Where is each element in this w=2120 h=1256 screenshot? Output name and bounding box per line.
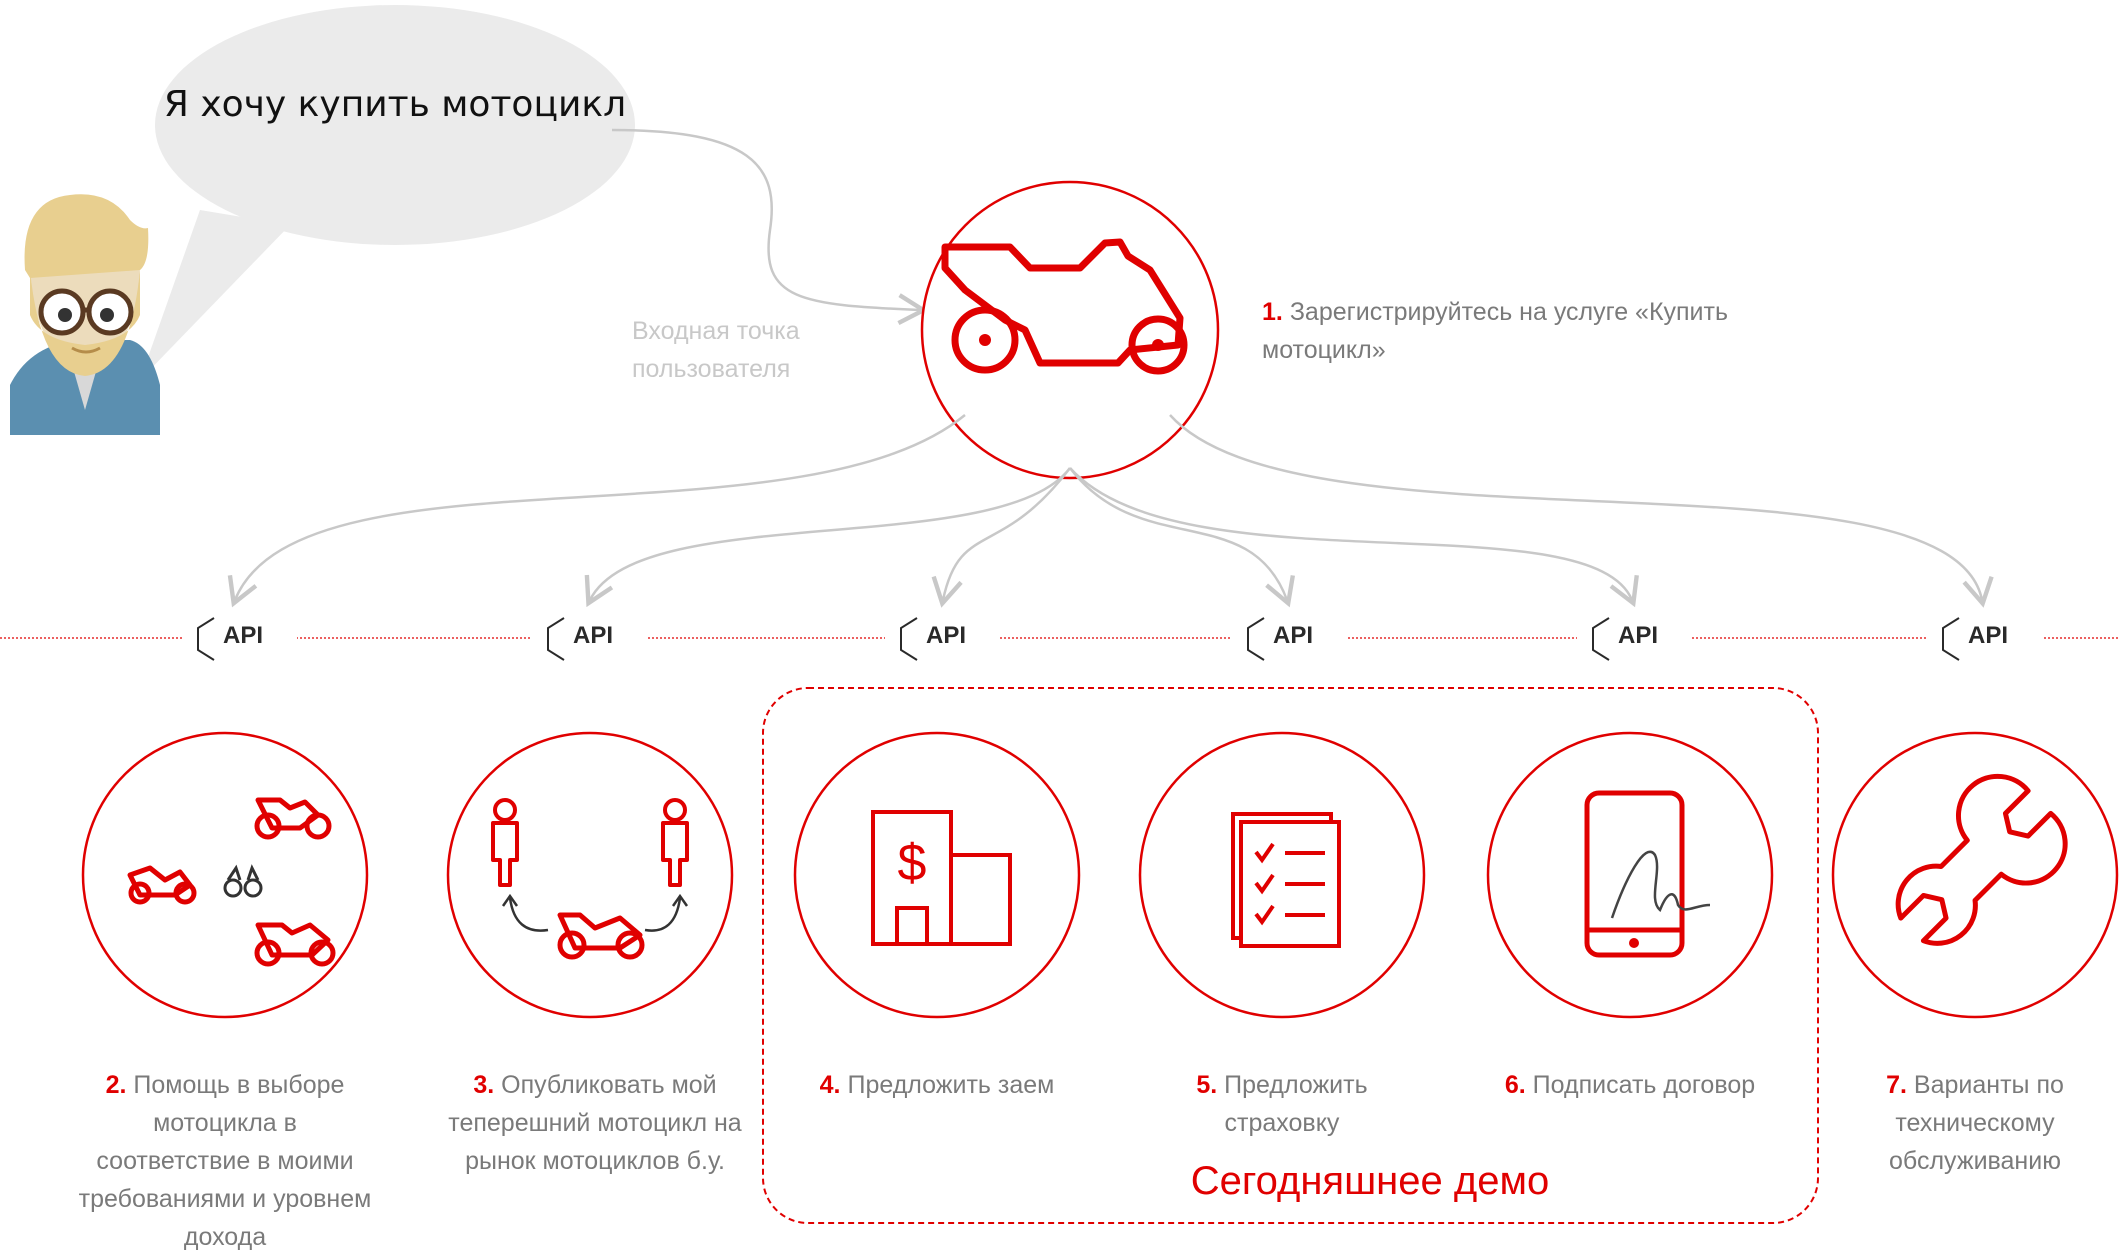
- wrench-icon: [1895, 773, 2068, 946]
- step7-text: Варианты по техническому обслуживанию: [1889, 1071, 2064, 1175]
- resale-arrows-icon: [501, 893, 689, 932]
- speech-bubble-text: Я хочу купить мотоцикл: [163, 84, 627, 125]
- binoculars-icon: [223, 864, 263, 898]
- api-label-4: API: [1273, 622, 1314, 649]
- dollar-icon: $: [898, 834, 927, 892]
- step6-label: 6. Подписать договор: [1472, 1066, 1788, 1104]
- demo-label: Сегодняшнее демо: [1190, 1159, 1550, 1203]
- bank-icon: [871, 810, 1012, 946]
- motorcycle-icon: [941, 238, 1188, 375]
- step4-label: 4. Предложить заем: [787, 1066, 1087, 1104]
- step4-circle: [793, 731, 1081, 1019]
- step5-label: 5. Предложить страховку: [1147, 1066, 1417, 1142]
- step7-circle: [1831, 731, 2119, 1019]
- bubble-connector: [611, 128, 928, 326]
- phone-signature-icon: [1584, 790, 1685, 958]
- api-connectors: [227, 414, 1994, 608]
- step4-text: Предложить заем: [847, 1071, 1055, 1099]
- main-circle: [920, 180, 1220, 480]
- step5-text: Предложить страховку: [1224, 1071, 1368, 1137]
- step2-number: 2.: [105, 1071, 127, 1099]
- step2-circle: [81, 731, 369, 1019]
- step7-number: 7.: [1886, 1071, 1907, 1099]
- entry-point-label: Входная точка пользователя: [632, 317, 800, 383]
- step3-circle: [446, 731, 734, 1019]
- step1-text: Зарегистрируйтесь на услуге «Купить мото…: [1262, 298, 1728, 364]
- step1-number: 1.: [1262, 298, 1283, 326]
- step4-number: 4.: [819, 1071, 841, 1099]
- api-badges: [182, 610, 2042, 665]
- resale-icon: [491, 798, 689, 960]
- step7-label: 7. Варианты по техническому обслуживанию: [1860, 1066, 2090, 1180]
- api-label-3: API: [926, 622, 967, 649]
- step3-label: 3. Опубликовать мой теперешний мотоцикл …: [445, 1066, 745, 1180]
- step3-text: Опубликовать мой теперешний мотоцикл на …: [448, 1071, 742, 1175]
- api-label-1: API: [223, 622, 264, 649]
- step2-label: 2. Помощь в выборе мотоцикла в соответст…: [75, 1066, 375, 1256]
- step3-number: 3.: [473, 1071, 495, 1099]
- api-label-2: API: [573, 622, 614, 649]
- api-label-5: API: [1618, 622, 1659, 649]
- checklist-icon: [1231, 812, 1341, 948]
- step6-text: Подписать договор: [1532, 1071, 1756, 1099]
- motorcycle-choice-icon: [127, 797, 336, 967]
- speech-bubble: [140, 5, 635, 380]
- user-avatar: [10, 194, 160, 435]
- api-label-6: API: [1968, 622, 2009, 649]
- step1-label: 1. Зарегистрируйтесь на услуге «Купить м…: [1262, 293, 1822, 369]
- step2-text: Помощь в выборе мотоцикла в соответствие…: [78, 1071, 372, 1251]
- step5-number: 5.: [1196, 1071, 1218, 1099]
- step6-number: 6.: [1504, 1071, 1526, 1099]
- signature-icon: [1610, 850, 1711, 919]
- demo-frame: [762, 687, 1819, 1224]
